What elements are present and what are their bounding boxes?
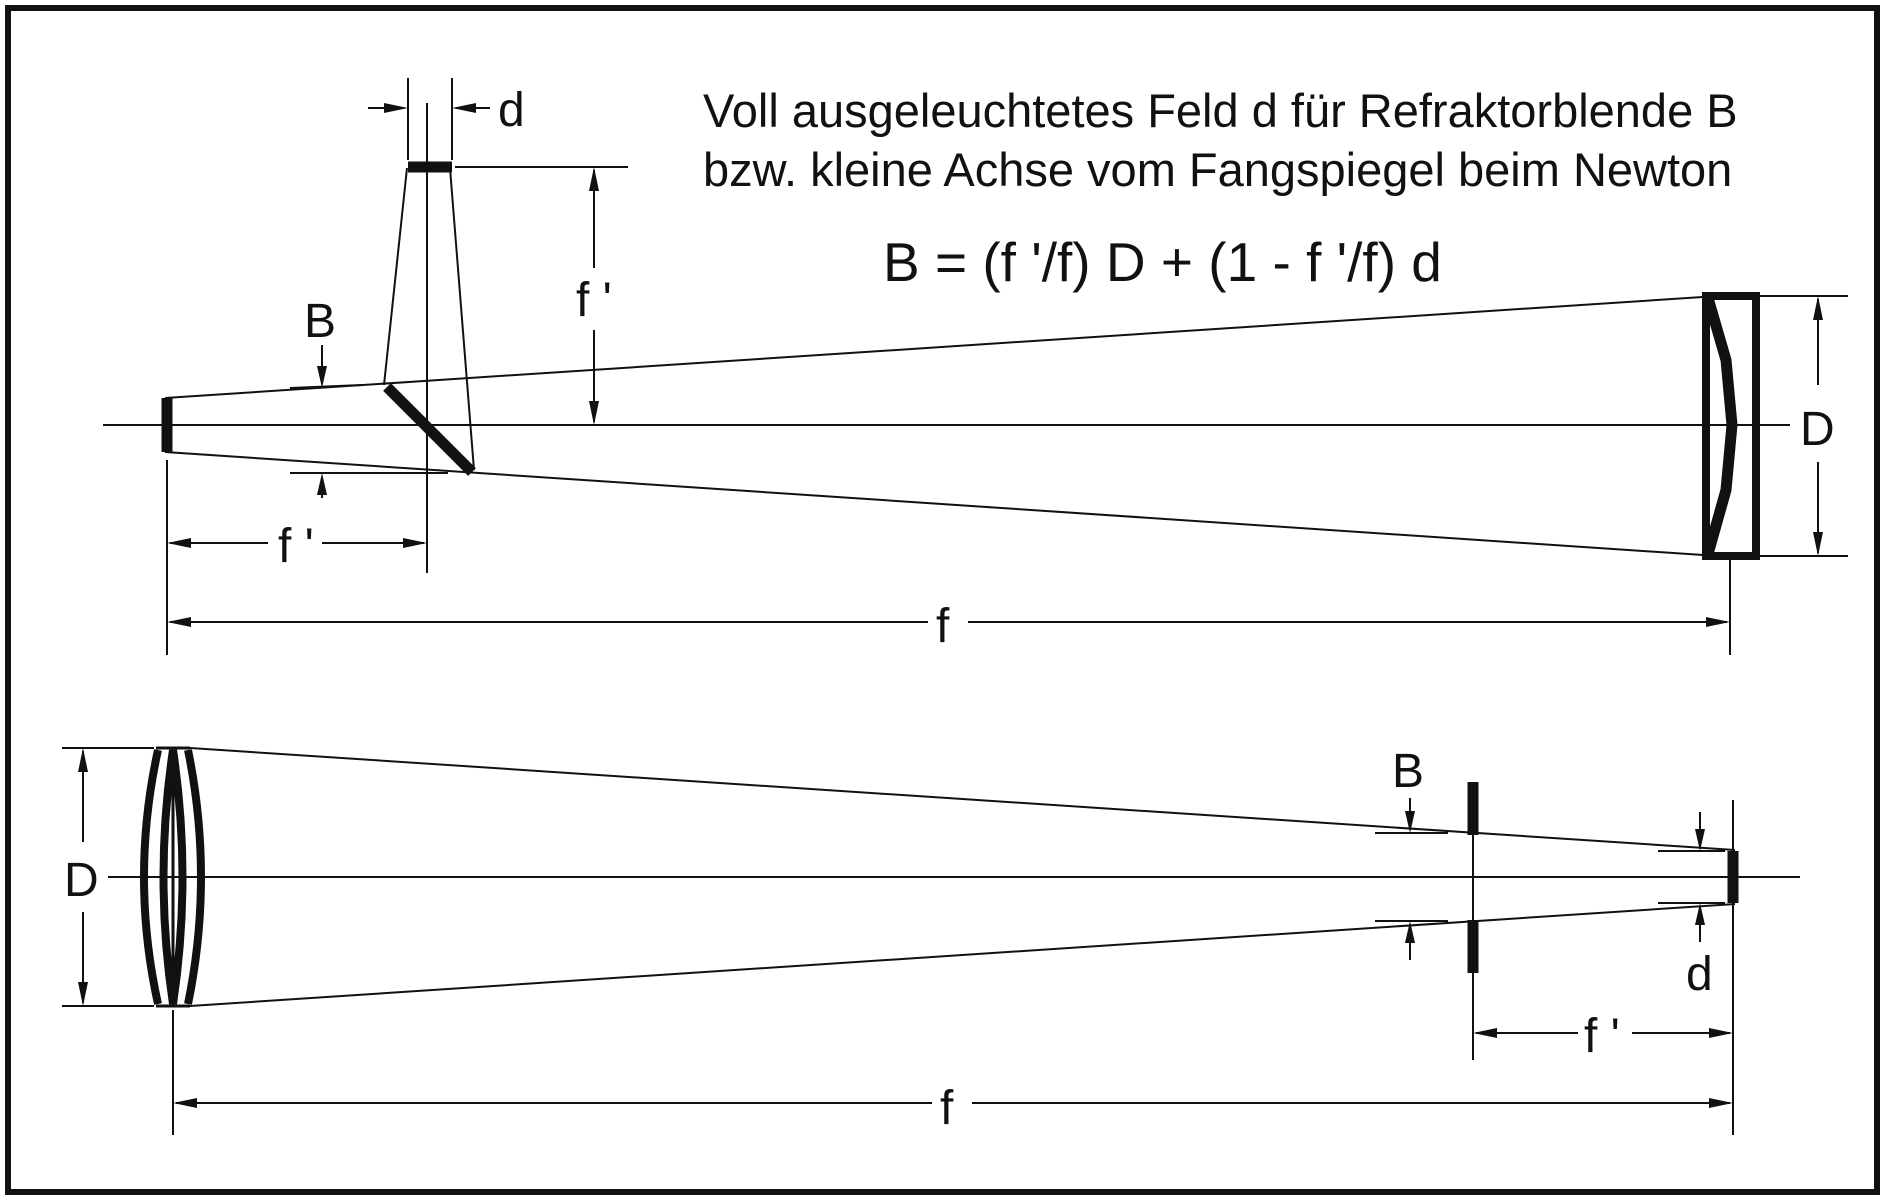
diagonal-mirror [383,383,476,476]
newton-label-B: B [304,295,336,348]
refractor-ray-top [189,747,1736,851]
primary-mirror [1702,292,1760,560]
r-f-arrow-right [1709,1098,1733,1108]
f-arrow-right [1706,617,1730,627]
fprime-h-arrow-right [403,538,427,548]
r-D-arrow-bottom [78,982,88,1006]
D-arrow-top [1813,296,1823,320]
r-D-arrow-top [78,748,88,772]
r-d-arrow-top [1695,829,1705,851]
fprime-v-arrow-top [589,167,599,191]
newton-diagram: d f ' B D f ' f [103,78,1848,655]
diagram-frame [5,5,1880,1195]
newton-ray-top [164,295,1719,399]
d-arrow-left [384,103,408,113]
r-B-arrow-top [1405,811,1415,833]
refractor-label-d: d [1686,948,1713,1001]
d-arrow-right [452,103,476,113]
refractor-label-D: D [64,854,99,907]
title-line-1: Voll ausgeleuchtetes Feld d für Refrakto… [703,84,1738,137]
refractor-label-B: B [1392,745,1424,798]
newton-ray-bottom [164,451,1719,557]
B-ext-top [289,384,363,389]
reflected-ray-left [383,167,408,386]
r-fprime-arrow-left [1473,1028,1497,1038]
refractor-ray-bottom [189,903,1736,1007]
r-f-arrow-left [173,1098,197,1108]
title-line-2: bzw. kleine Achse vom Fangspiegel beim N… [703,143,1732,196]
fprime-h-arrow-left [167,538,191,548]
newton-label-f: f [936,600,950,653]
B-arrow-top [317,366,327,388]
newton-label-fprime-vertical: f ' [576,274,612,327]
newton-label-fprime-horizontal: f ' [278,520,314,573]
r-fprime-arrow-right [1709,1028,1733,1038]
D-arrow-bottom [1813,532,1823,556]
refractor-label-fprime: f ' [1584,1010,1620,1063]
fprime-v-arrow-bottom [589,401,599,425]
newton-label-d: d [498,84,525,137]
refractor-diagram: D B d f ' f [62,745,1800,1135]
r-B-arrow-bottom [1405,921,1415,943]
r-d-arrow-bottom [1695,903,1705,925]
reflected-ray-right [449,167,475,471]
formula: B = (f '/f) D + (1 - f '/f) d [883,231,1442,293]
objective-lens [140,746,205,1008]
B-arrow-bottom [317,473,327,495]
refractor-label-f: f [940,1082,954,1135]
newton-label-D: D [1800,403,1835,456]
f-arrow-left [167,617,191,627]
